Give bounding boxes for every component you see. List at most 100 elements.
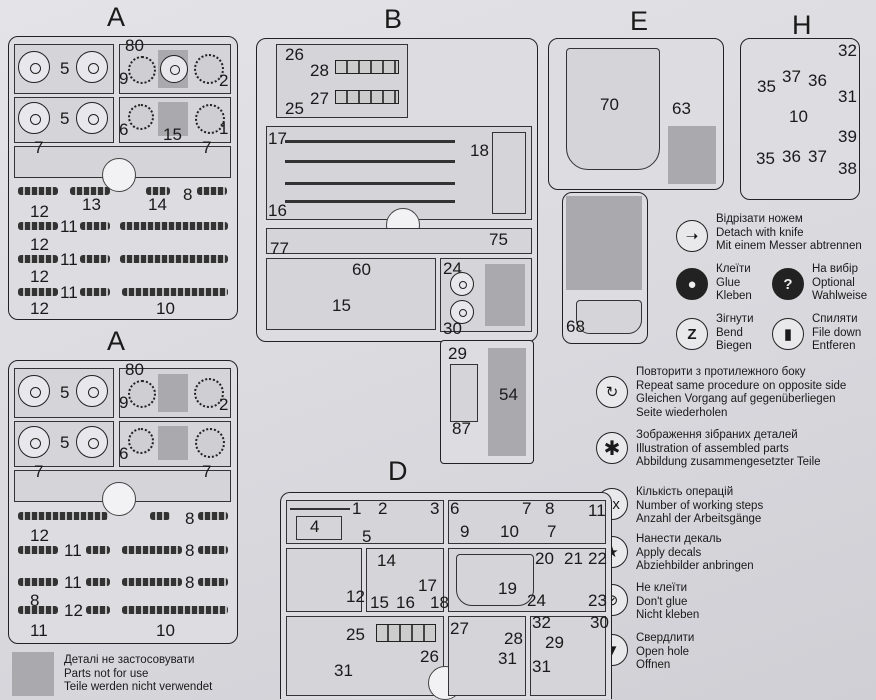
unused-part xyxy=(158,102,188,136)
not-used-ua: Деталі не застосовувати xyxy=(64,654,195,666)
not-used-de: Teile werden nicht verwendet xyxy=(64,681,213,693)
track-links xyxy=(198,512,228,520)
part-number: 10 xyxy=(500,522,519,541)
legend-decals-en: Apply decals xyxy=(636,546,702,559)
part-number: 16 xyxy=(396,593,415,612)
part-number: 21 xyxy=(564,549,583,568)
track-links xyxy=(80,288,110,296)
road-wheel xyxy=(76,426,108,458)
sprue-d-cell xyxy=(530,616,606,696)
legend-steps-en: Number of working steps xyxy=(636,499,764,512)
part-number: 5 xyxy=(60,433,70,452)
legend-cut-en: Detach with knife xyxy=(716,226,804,239)
legend-noglue-ua: Не клеїти xyxy=(636,582,688,594)
unused-part xyxy=(158,426,188,460)
sprue-b-cell xyxy=(276,44,408,118)
legend-decals: Нанести декаль Apply decals Abziehbilder… xyxy=(636,533,754,574)
part-number: 7 xyxy=(202,462,212,481)
track-links xyxy=(150,512,170,520)
part-number: 22 xyxy=(588,549,607,568)
part-number: 31 xyxy=(838,87,857,106)
part-number: 31 xyxy=(334,661,353,680)
sprue-d-cell xyxy=(366,548,444,612)
fender-part xyxy=(285,160,455,163)
part-number: 18 xyxy=(430,593,449,612)
legend-repeat-en: Repeat same procedure on opposite side xyxy=(636,379,847,392)
part-number: 70 xyxy=(600,95,619,114)
part-number: 5 xyxy=(60,383,70,402)
part-number: 7 xyxy=(34,138,44,157)
legend-illustration-ua: Зображення зібраних деталей xyxy=(636,429,798,441)
sprue-e-title: E xyxy=(630,6,649,36)
part-number: 29 xyxy=(545,633,564,652)
sprue-a-title: A xyxy=(107,2,126,32)
track-links xyxy=(18,546,58,554)
part-number: 32 xyxy=(532,613,551,632)
track-links xyxy=(86,546,110,554)
part-number: 15 xyxy=(332,296,351,315)
part-number: 30 xyxy=(443,319,462,338)
hull-plate xyxy=(456,554,534,606)
legend-illustration-en: Illustration of assembled parts xyxy=(636,442,789,455)
part-number: 11 xyxy=(60,217,78,236)
track-links xyxy=(198,546,228,554)
legend-glue-ua: Клеїти xyxy=(716,263,751,275)
part-number: 11 xyxy=(588,501,606,520)
part-number: 63 xyxy=(672,99,691,118)
track-links xyxy=(80,255,110,263)
hull-part xyxy=(566,48,660,170)
sprocket xyxy=(128,380,156,408)
part-number: 5 xyxy=(362,527,372,546)
sprocket xyxy=(128,56,156,84)
sprue-b-cell xyxy=(450,364,478,422)
part-number: 68 xyxy=(566,317,585,336)
sprue-h-title: H xyxy=(792,10,812,40)
sprue-d-cell xyxy=(286,548,362,612)
fender-part xyxy=(285,140,455,143)
sprue-h-frame xyxy=(740,38,860,200)
sprue-a-title-2: A xyxy=(107,326,126,356)
unused-part xyxy=(158,374,188,412)
sprue-b-cell xyxy=(492,132,526,214)
part-number: 11 xyxy=(64,541,82,560)
file-icon: ▮ xyxy=(772,318,804,350)
part-number: 7 xyxy=(202,138,212,157)
grille-part xyxy=(376,624,436,642)
knife-icon: ➝ xyxy=(676,220,708,252)
running-board xyxy=(335,90,399,104)
road-wheel xyxy=(76,102,108,134)
not-used-legend: Деталі не застосовувати Parts not for us… xyxy=(64,654,212,695)
part-number: 75 xyxy=(489,230,508,249)
part-number: 8 xyxy=(545,499,555,518)
part-number: 37 xyxy=(808,147,827,166)
track-links xyxy=(120,222,228,230)
part-number: 8 xyxy=(183,185,193,204)
glue-drop-icon: ● xyxy=(676,268,708,300)
legend-repeat-de: Gleichen Vorgang auf gegenüberliegen xyxy=(636,393,836,405)
legend-bend-en: Bend xyxy=(716,326,743,339)
part-number: 9 xyxy=(460,522,470,541)
legend-optional: На вибір Optional Wahlweise xyxy=(812,263,867,304)
track-links xyxy=(86,578,110,586)
legend-illustration: Зображення зібраних деталей Illustration… xyxy=(636,429,821,470)
sprocket xyxy=(128,428,154,454)
part-number: 28 xyxy=(310,61,329,80)
part-number: 29 xyxy=(448,344,467,363)
part-number: 12 xyxy=(30,526,49,545)
legend-repeat: Повторити з протилежного боку Repeat sam… xyxy=(636,366,846,420)
legend-noglue: Не клеїти Don't glue Nicht kleben xyxy=(636,582,699,623)
sprue-d-cell xyxy=(448,500,606,544)
legend-file-ua: Спиляти xyxy=(812,313,858,325)
part-number: 30 xyxy=(590,613,609,632)
part-number: 1 xyxy=(219,119,229,138)
part-number: 7 xyxy=(34,462,44,481)
drive-sprocket xyxy=(195,104,225,134)
legend-drill-de: Offnen xyxy=(636,659,671,671)
part-number: 36 xyxy=(782,147,801,166)
part-number: 8 xyxy=(185,541,195,560)
part-number: 25 xyxy=(285,99,304,118)
part-number: 6 xyxy=(450,499,460,518)
legend-glue-de: Kleben xyxy=(716,290,752,302)
drive-sprocket xyxy=(194,54,224,84)
